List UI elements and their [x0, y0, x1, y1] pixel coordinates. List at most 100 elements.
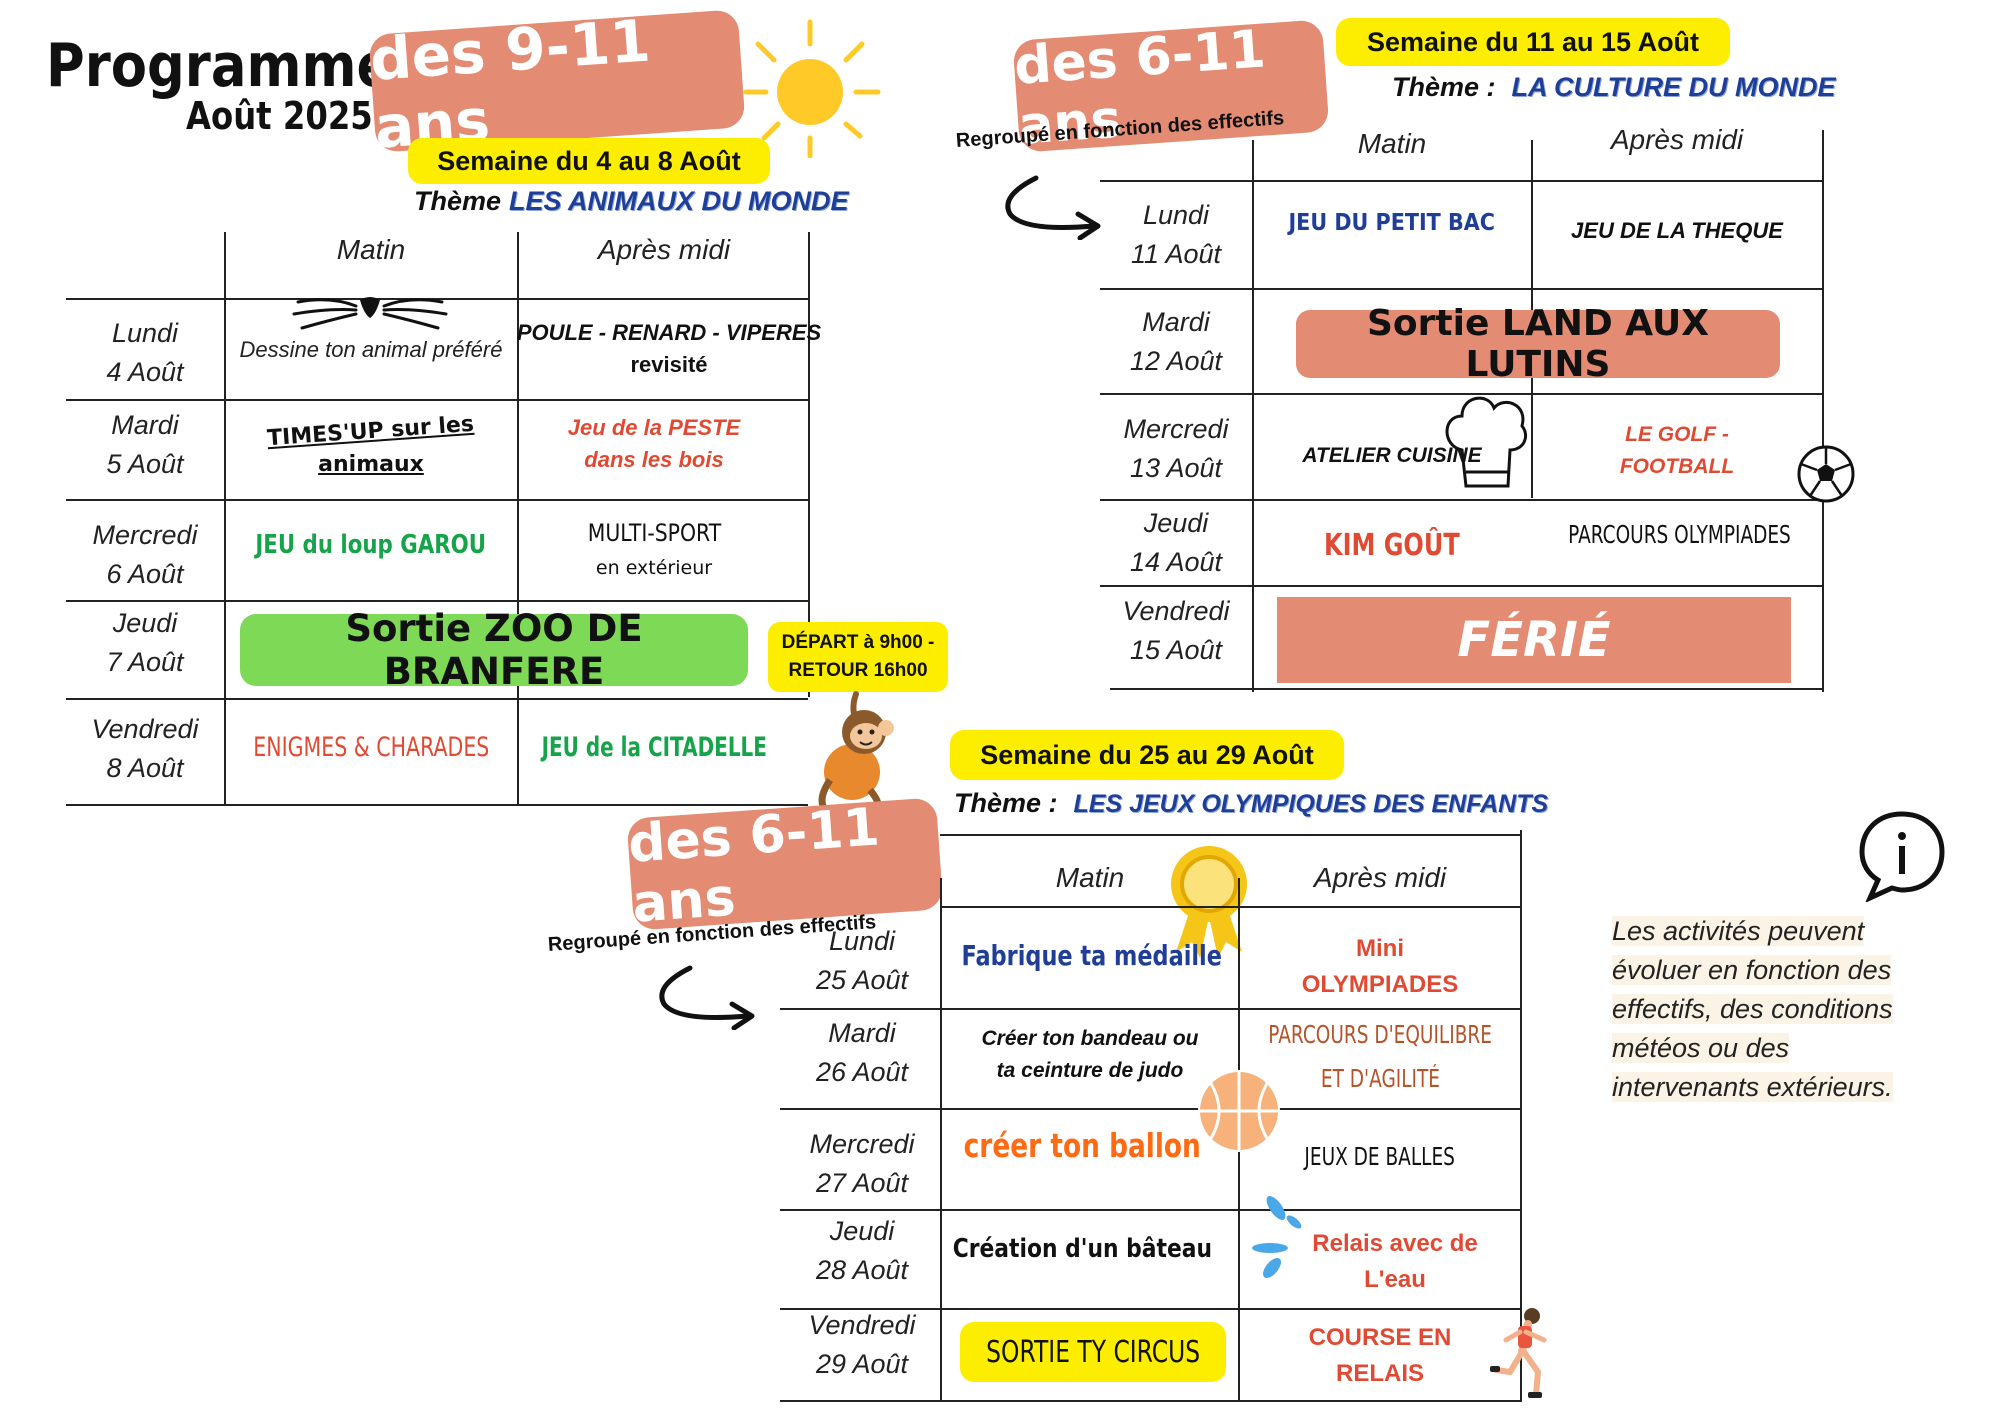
page-title: Programme Août 2025	[46, 31, 393, 138]
table1-vline-3	[808, 232, 810, 697]
activity-w2-mon-pm: JEU DE LA THEQUE	[1571, 218, 1783, 243]
table1-hline-3	[66, 600, 808, 602]
activity-w1-fri-am: ENIGMES & CHARADES	[252, 731, 490, 763]
table3-hline-1	[940, 906, 1522, 908]
soccer-ball-icon	[1797, 445, 1855, 503]
table3-header-apres-midi: Après midi	[1313, 862, 1447, 893]
week3-label: Semaine du 25 au 29 Août	[950, 730, 1344, 780]
activity-w2-wed-am: ATELIER CUISINE	[1302, 444, 1482, 467]
week2-theme-value: LA CULTURE DU MONDE	[1511, 72, 1836, 102]
curved-arrow-icon	[659, 965, 755, 1030]
table1-hline-5	[66, 804, 808, 806]
activity-w3-tue-am: Créer ton bandeau ou ta ceinture de judo	[981, 1027, 1199, 1082]
title-line1: Programme	[46, 31, 393, 101]
activity-w3-wed-am: créer ton ballon	[963, 1125, 1201, 1165]
activity-w2-wed-pm: LE GOLF - FOOTBALL	[1619, 423, 1735, 478]
table1-hline-4	[66, 698, 808, 700]
table2-vline-1	[1252, 140, 1254, 692]
table1-hline-0	[66, 298, 808, 300]
info-line: météos ou des	[1612, 1033, 1790, 1063]
table2-header-matin: Matin	[1357, 128, 1427, 159]
table2-header-apres-midi: Après midi	[1610, 124, 1744, 155]
table2-hline-5	[1110, 688, 1822, 690]
activity-w1-mon-pm: POULE - RENARD - VIPERES revisité	[516, 320, 822, 377]
table1-vline-1	[224, 232, 226, 806]
activity-w2-thu-am: KIM GOÛT	[1324, 527, 1460, 563]
table2-vline-3	[1822, 130, 1824, 692]
age-badge-week3: des 6-11 ans	[626, 797, 944, 935]
activity-w3-mon-am: Fabrique ta médaille	[961, 938, 1223, 972]
table2-hline-2	[1100, 393, 1822, 395]
activity-w2-tue-outing: Sortie LAND AUX LUTINS	[1296, 303, 1780, 385]
week2-theme: Thème : LA CULTURE DU MONDE	[1392, 72, 1836, 103]
table3-hline-5	[780, 1308, 1522, 1310]
water-splash-icon	[1252, 1196, 1302, 1278]
table1-header-apres-midi: Après midi	[597, 234, 731, 265]
activity-w3-mon-pm: Mini OLYMPIADES	[1301, 935, 1459, 998]
table3-hline-2	[780, 1008, 1522, 1010]
week3-theme-value: LES JEUX OLYMPIQUES DES ENFANTS	[1073, 790, 1549, 818]
activity-w2-thu-pm: PARCOURS OLYMPIADES	[1567, 519, 1791, 549]
table1-hline-2	[66, 499, 808, 501]
chef-hat-icon	[1445, 396, 1527, 488]
table1-header-matin: Matin	[336, 234, 406, 265]
activity-w3-fri-pm: COURSE EN RELAIS	[1308, 1324, 1452, 1387]
activity-w1-mon-am: Dessine ton animal préféré	[239, 337, 503, 362]
activity-w1-wed-pm: MULTI-SPORT en extérieur	[587, 519, 721, 579]
table3-hline-6	[780, 1400, 1522, 1402]
week3-theme: Thème : LES JEUX OLYMPIQUES DES ENFANTS	[954, 788, 1548, 819]
info-line: effectifs, des conditions	[1612, 994, 1893, 1024]
table3-vline-1	[940, 878, 942, 1400]
table2-hline-0	[1100, 180, 1822, 182]
runner-icon	[1490, 1308, 1547, 1398]
info-line: évoluer en fonction des	[1612, 955, 1892, 985]
week1-label: Semaine du 4 au 8 Août	[408, 138, 770, 184]
table3-hline-4	[780, 1209, 1522, 1211]
table3-vline-3	[1520, 830, 1522, 1400]
activity-w3-thu-am: Création d'un bâteau	[952, 1234, 1212, 1264]
curved-arrow-icon	[1005, 175, 1101, 240]
table2-hline-4	[1100, 585, 1822, 587]
table3-hline-0	[940, 834, 1522, 836]
medal-icon	[1171, 846, 1247, 958]
monkey-icon	[818, 691, 894, 810]
info-note: Les activités peuvent évoluer en fonctio…	[1612, 912, 1952, 1107]
activity-w2-mon-am: JEU DU PETIT BAC	[1288, 210, 1496, 236]
activity-w1-fri-pm: JEU de la CITADELLE	[541, 731, 767, 763]
week1-theme-value: LES ANIMAUX DU MONDE	[509, 186, 849, 216]
week2-label: Semaine du 11 au 15 Août	[1336, 18, 1730, 66]
theme-label: Thème	[414, 186, 502, 216]
age-badge-week1: des 9-11 ans	[368, 6, 746, 162]
info-line: intervenants extérieurs.	[1612, 1072, 1893, 1102]
table2-hline-3	[1100, 499, 1822, 501]
activity-w3-wed-pm: JEUX DE BALLES	[1304, 1141, 1456, 1171]
activity-w3-fri-outing: SORTIE TY CIRCUS	[960, 1322, 1226, 1382]
activity-w1-wed-am: JEU du loup GAROU	[255, 530, 487, 560]
theme-label: Thème :	[954, 788, 1058, 818]
activity-w2-fri-holiday: FÉRIÉ	[1277, 597, 1791, 683]
theme-label: Thème :	[1392, 72, 1496, 102]
table1-vline-2	[517, 232, 519, 806]
table3-hline-3	[780, 1108, 1522, 1110]
table1-hline-1	[66, 399, 808, 401]
activity-w1-thu-outing: Sortie ZOO DE BRANFERE	[240, 607, 748, 693]
basketball-icon	[1198, 1070, 1280, 1152]
departure-badge: DÉPART à 9h00 -RETOUR 16h00	[768, 622, 948, 692]
activity-w3-tue-pm: PARCOURS D'EQUILIBRE ET D'AGILITÉ	[1268, 1020, 1492, 1093]
info-icon	[1859, 811, 1945, 902]
